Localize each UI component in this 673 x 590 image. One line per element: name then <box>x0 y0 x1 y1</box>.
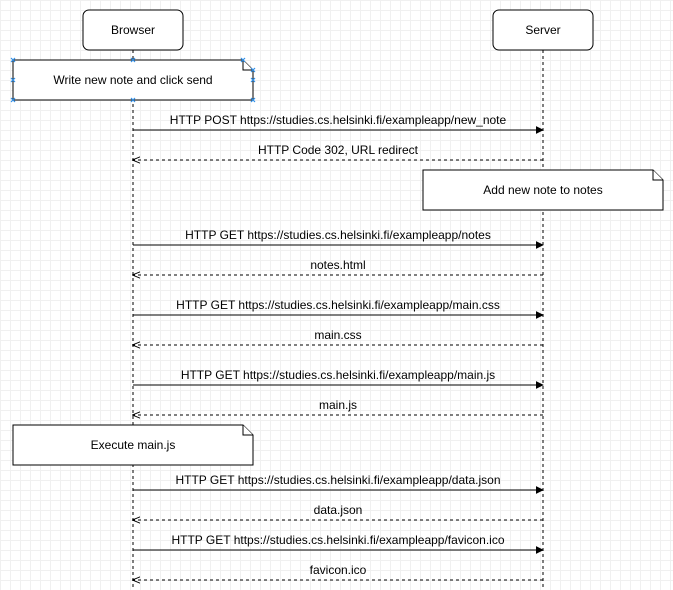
message-get-main-css[interactable]: HTTP GET https://studies.cs.helsinki.fi/… <box>133 298 544 319</box>
note-write-new[interactable]: Write new note and click send <box>10 57 256 103</box>
message-post-new-note[interactable]: HTTP POST https://studies.cs.helsinki.fi… <box>133 113 544 134</box>
message-resp-main-js[interactable]: main.js <box>133 398 543 415</box>
message-get-main-css-label: HTTP GET https://studies.cs.helsinki.fi/… <box>176 298 500 312</box>
note-write-new-label: Write new note and click send <box>53 73 212 87</box>
message-resp-notes-html-label: notes.html <box>310 258 365 272</box>
message-get-main-js[interactable]: HTTP GET https://studies.cs.helsinki.fi/… <box>133 368 544 389</box>
message-resp-notes-html[interactable]: notes.html <box>133 258 543 275</box>
message-group: HTTP POST https://studies.cs.helsinki.fi… <box>133 113 544 580</box>
actor-server-label: Server <box>525 23 560 37</box>
selection-handles[interactable] <box>10 57 256 103</box>
message-redirect-302[interactable]: HTTP Code 302, URL redirect <box>133 143 543 160</box>
message-get-notes-label: HTTP GET https://studies.cs.helsinki.fi/… <box>185 228 491 242</box>
actor-browser-box <box>82 9 184 51</box>
note-execute-js-body <box>12 424 254 466</box>
actor-server[interactable]: Server <box>492 9 594 51</box>
message-get-favicon-label: HTTP GET https://studies.cs.helsinki.fi/… <box>171 533 504 547</box>
note-add-note-body <box>422 169 664 211</box>
message-resp-data-json[interactable]: data.json <box>133 503 543 520</box>
actor-browser[interactable]: Browser <box>82 9 184 51</box>
message-resp-main-css-label: main.css <box>314 328 361 342</box>
message-resp-favicon[interactable]: favicon.ico <box>133 563 543 580</box>
message-get-data-json-label: HTTP GET https://studies.cs.helsinki.fi/… <box>175 473 500 487</box>
message-get-notes[interactable]: HTTP GET https://studies.cs.helsinki.fi/… <box>133 228 544 249</box>
message-resp-main-css[interactable]: main.css <box>133 328 543 345</box>
message-redirect-302-label: HTTP Code 302, URL redirect <box>258 143 419 157</box>
message-post-new-note-label: HTTP POST https://studies.cs.helsinki.fi… <box>170 113 507 127</box>
note-execute-js[interactable]: Execute main.js <box>12 424 254 466</box>
message-get-favicon[interactable]: HTTP GET https://studies.cs.helsinki.fi/… <box>133 533 544 554</box>
message-resp-main-js-label: main.js <box>319 398 357 412</box>
message-resp-data-json-label: data.json <box>314 503 363 517</box>
note-execute-js-fold <box>242 425 253 436</box>
message-resp-favicon-label: favicon.ico <box>310 563 367 577</box>
note-write-new-body <box>12 59 254 101</box>
note-write-new-fold <box>242 60 253 71</box>
actor-browser-label: Browser <box>111 23 155 37</box>
message-get-data-json[interactable]: HTTP GET https://studies.cs.helsinki.fi/… <box>133 473 544 494</box>
note-add-note-fold <box>652 170 663 181</box>
note-execute-js-label: Execute main.js <box>91 438 176 452</box>
actor-server-box <box>492 9 594 51</box>
note-add-note[interactable]: Add new note to notes <box>422 169 664 211</box>
message-get-main-js-label: HTTP GET https://studies.cs.helsinki.fi/… <box>181 368 495 382</box>
note-add-note-label: Add new note to notes <box>483 183 602 197</box>
